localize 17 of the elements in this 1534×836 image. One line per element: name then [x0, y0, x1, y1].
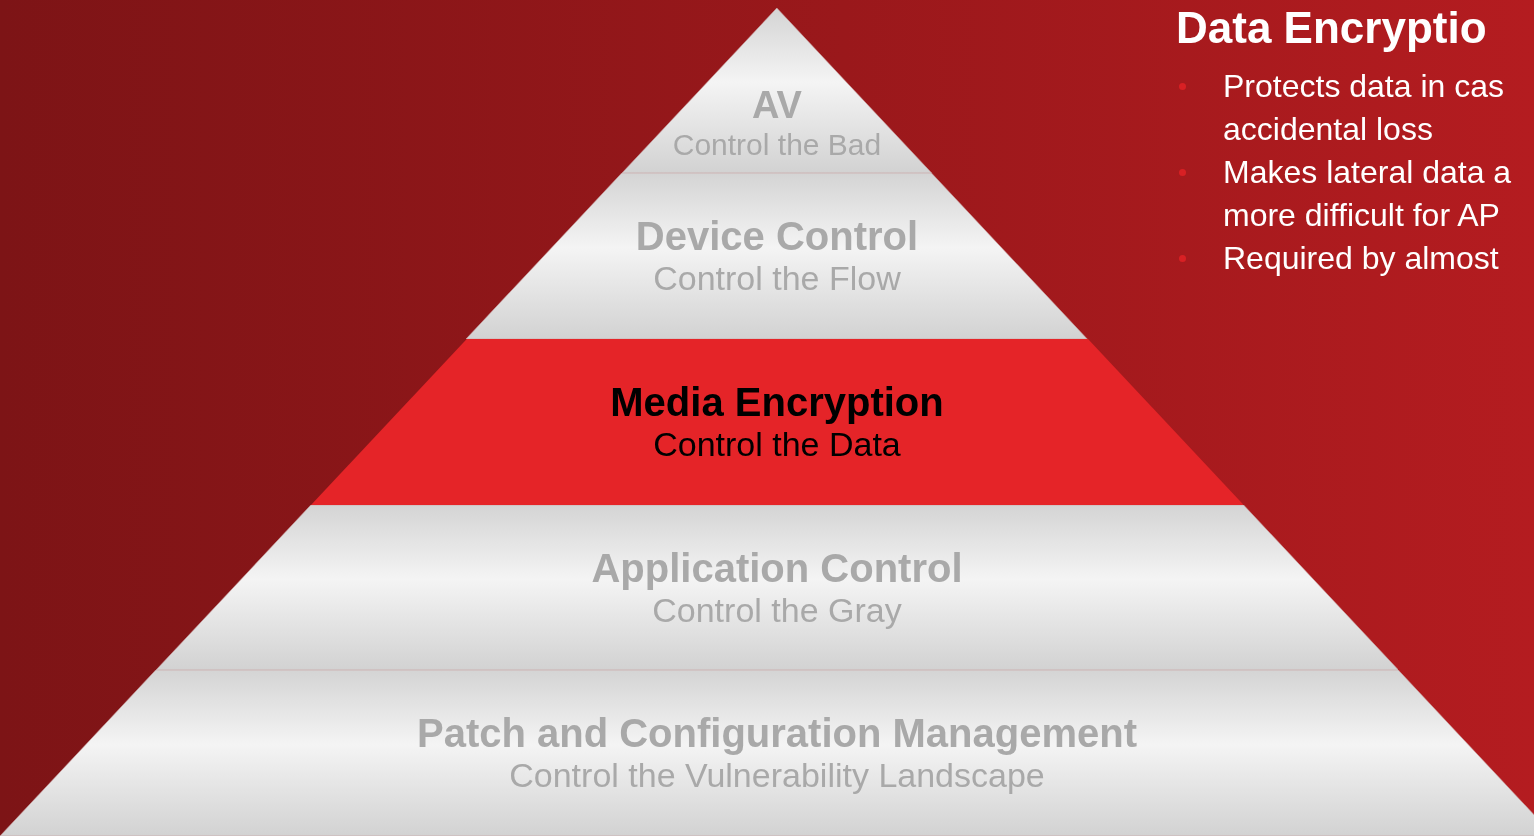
pyramid-tier	[0, 670, 1534, 836]
bullet-text: Protects data in cas accidental loss	[1223, 66, 1506, 149]
tier-subtitle: Control the Gray	[652, 591, 902, 631]
tier-heading: AV	[752, 84, 802, 128]
tier-heading: Device Control	[635, 213, 919, 259]
bullet-text: Required by almost	[1223, 238, 1500, 278]
pyramid-tier	[310, 339, 1244, 505]
tier-subtitle: Control the Vulnerability Landscape	[509, 756, 1045, 796]
tier-subtitle: Control the Flow	[653, 259, 901, 299]
tier-heading: Media Encryption	[610, 379, 944, 425]
tier-subtitle: Control the Data	[653, 425, 901, 465]
tier-heading: Patch and Configuration Management	[416, 710, 1137, 756]
slide-title: Data Encryptio	[1176, 2, 1488, 54]
bullet-text: Makes lateral data a more difficult for AP	[1223, 152, 1513, 235]
tier-subtitle: Control the Bad	[672, 127, 882, 163]
pyramid-tier	[155, 505, 1399, 670]
tier-heading: Application Control	[591, 545, 963, 591]
